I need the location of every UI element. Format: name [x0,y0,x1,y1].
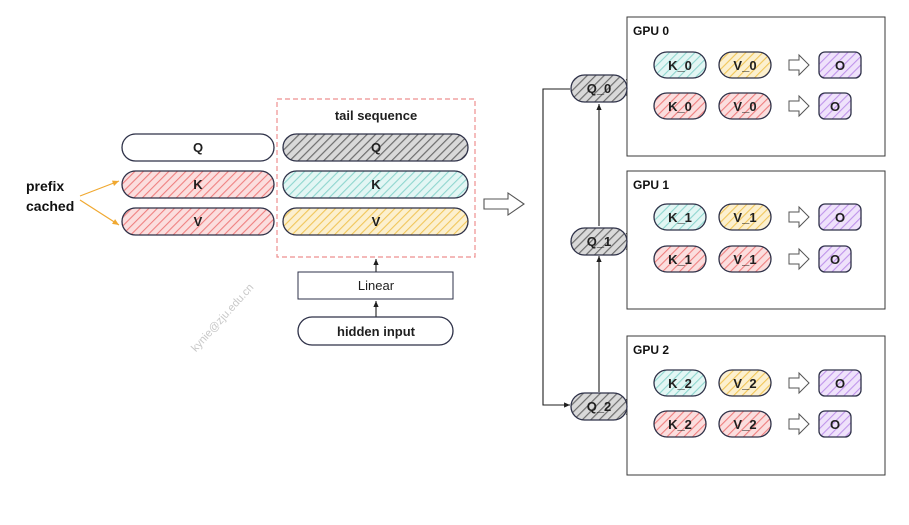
svg-text:Q_2: Q_2 [587,399,612,414]
tail-k-pill: K [282,170,469,199]
gpu-0-v-pill-2: V_0 [718,92,772,120]
gpu-1-k-pill-1: K_1 [653,203,707,231]
svg-text:K_1: K_1 [668,252,692,267]
gpu-1-arrow-icon-1 [788,205,810,229]
gpu-0-o-box-1: O [818,51,862,79]
prefix-q-pill: Q [121,133,275,162]
linear-box: Linear [297,271,454,300]
gpu-1-k-pill-2: K_1 [653,245,707,273]
svg-text:K_1: K_1 [668,210,692,225]
prefix-label: prefix [26,178,64,194]
gpu-1-o-box-1: O [818,203,862,231]
svg-text:O: O [835,376,845,391]
transition-arrow-icon [483,191,525,217]
gpu-0-k-pill-2: K_0 [653,92,707,120]
q-shard-2-pill: Q_2 [570,392,628,421]
svg-text:Linear: Linear [358,278,395,293]
gpu-title: GPU 1 [633,178,669,192]
gpu-2-panel: GPU 2 K_2 V_2 O K_2 V_2 O [626,335,886,476]
gpu-0-arrow-icon-2 [788,94,810,118]
svg-text:K: K [193,177,203,192]
svg-text:K_2: K_2 [668,417,692,432]
gpu-0-arrow-icon-1 [788,53,810,77]
svg-text:O: O [830,99,840,114]
svg-text:V_0: V_0 [733,58,756,73]
cached-label: cached [26,198,74,214]
prefix-k-pill: K [121,170,275,199]
svg-text:V_2: V_2 [733,376,756,391]
svg-text:V_1: V_1 [733,252,756,267]
svg-text:K: K [371,177,381,192]
gpu-title: GPU 0 [633,24,669,38]
svg-text:K_0: K_0 [668,99,692,114]
svg-text:Q_0: Q_0 [587,81,612,96]
gpu-2-arrow-icon-1 [788,371,810,395]
svg-text:hidden input: hidden input [337,324,416,339]
svg-text:K_2: K_2 [668,376,692,391]
gpu-2-v-pill-1: V_2 [718,369,772,397]
svg-text:V: V [372,214,381,229]
gpu-1-panel: GPU 1 K_1 V_1 O K_1 V_1 O [626,170,886,310]
gpu-0-v-pill-1: V_0 [718,51,772,79]
gpu-2-o-box-2: O [818,410,852,438]
svg-text:O: O [835,210,845,225]
svg-text:V: V [194,214,203,229]
svg-text:Q: Q [371,140,381,155]
gpu-0-panel: GPU 0 K_0 V_0 O K_0 V_0 O [626,16,886,157]
watermark-text: kynie@zju.edu.cn [189,282,256,355]
gpu-1-v-pill-2: V_1 [718,245,772,273]
prefix-v-pill: V [121,207,275,236]
gpu-2-v-pill-2: V_2 [718,410,772,438]
prefix-arrows [79,180,120,226]
svg-text:O: O [835,58,845,73]
svg-text:Q_1: Q_1 [587,234,612,249]
tail-q-pill: Q [282,133,469,162]
gpu-1-v-pill-1: V_1 [718,203,772,231]
svg-text:V_1: V_1 [733,210,756,225]
hidden-input-pill: hidden input [297,316,454,346]
gpu-0-k-pill-1: K_0 [653,51,707,79]
tail-sequence-title: tail sequence [335,108,417,123]
gpu-2-o-box-1: O [818,369,862,397]
q-shard-0-pill: Q_0 [570,74,628,103]
gpu-1-o-box-2: O [818,245,852,273]
svg-text:O: O [830,417,840,432]
gpu-2-arrow-icon-2 [788,412,810,436]
svg-text:V_0: V_0 [733,99,756,114]
svg-text:V_2: V_2 [733,417,756,432]
svg-text:Q: Q [193,140,203,155]
gpu-title: GPU 2 [633,343,669,357]
gpu-1-arrow-icon-2 [788,247,810,271]
tail-v-pill: V [282,207,469,236]
svg-text:K_0: K_0 [668,58,692,73]
svg-text:O: O [830,252,840,267]
tail-sequence-box [276,98,476,258]
gpu-2-k-pill-2: K_2 [653,410,707,438]
gpu-0-o-box-2: O [818,92,852,120]
gpu-2-k-pill-1: K_2 [653,369,707,397]
q-shard-1-pill: Q_1 [570,227,628,256]
